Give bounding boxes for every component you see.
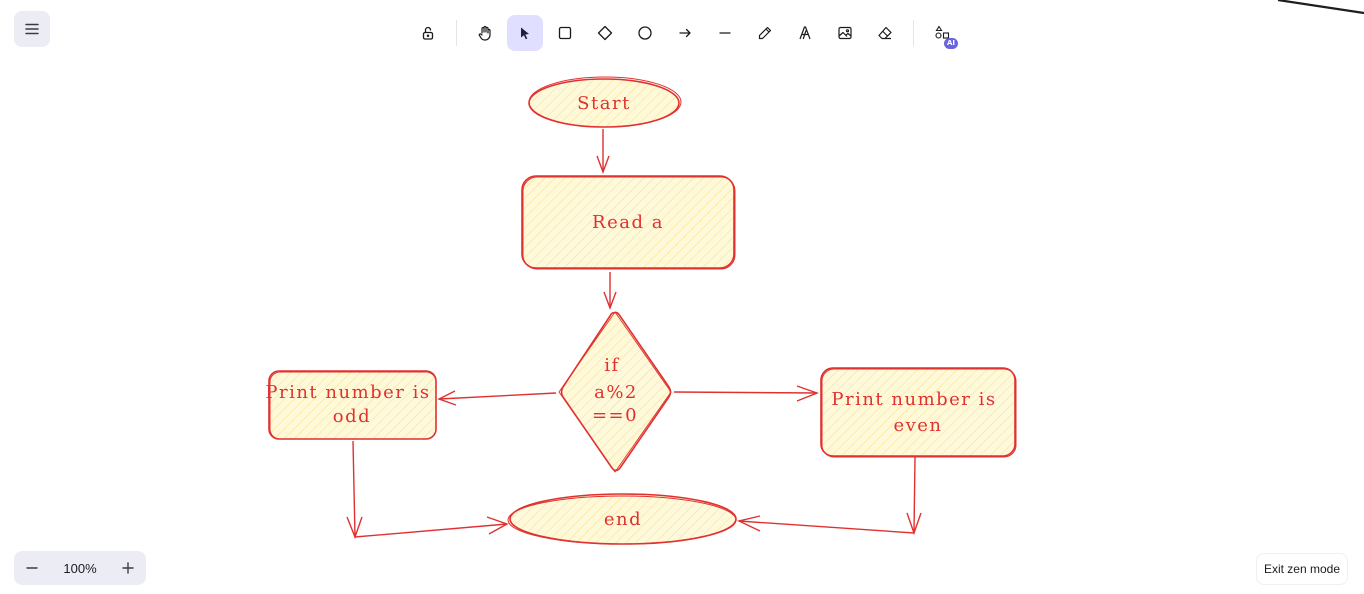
arrow-tool-button[interactable] xyxy=(667,15,703,51)
toolbar-divider xyxy=(456,20,457,46)
plus-icon xyxy=(122,562,134,574)
hand-tool-button[interactable] xyxy=(467,15,503,51)
main-menu-button[interactable] xyxy=(14,11,50,47)
zoom-level[interactable]: 100% xyxy=(63,560,97,576)
decision-label-line1: if xyxy=(604,355,619,376)
lock-tool-button[interactable] xyxy=(410,15,446,51)
end-node[interactable]: end xyxy=(507,493,737,545)
text-icon xyxy=(799,26,811,40)
toolbar: AI xyxy=(408,14,962,52)
arrow-start-to-read[interactable] xyxy=(596,129,610,174)
zoom-out-button[interactable] xyxy=(14,551,50,585)
circle-icon xyxy=(638,26,652,40)
toolbar-divider xyxy=(913,20,914,46)
zoom-in-button[interactable] xyxy=(110,551,146,585)
draw-tool-button[interactable] xyxy=(747,15,783,51)
end-label: end xyxy=(604,509,642,530)
ai-badge: AI xyxy=(944,38,959,49)
decision-node[interactable]: if a%2 ==0 xyxy=(558,311,672,473)
read-node[interactable]: Read a xyxy=(521,175,736,270)
pointer-icon xyxy=(521,27,529,40)
decision-label-line2: a%2 xyxy=(594,382,638,403)
image-icon xyxy=(838,26,852,40)
eraser-icon xyxy=(878,26,892,40)
hand-icon xyxy=(478,25,491,41)
pencil-icon xyxy=(758,26,772,40)
arrow-decision-to-even[interactable] xyxy=(673,385,819,402)
diamond-icon xyxy=(597,25,613,41)
odd-label-line2: odd xyxy=(333,406,371,427)
start-node[interactable]: Start xyxy=(528,76,682,128)
odd-node[interactable]: Print number is odd xyxy=(265,370,437,440)
read-label: Read a xyxy=(592,212,664,233)
stray-line[interactable] xyxy=(1277,0,1364,15)
exit-zen-mode-button[interactable]: Exit zen mode xyxy=(1256,553,1348,585)
zoom-controls: 100% xyxy=(14,551,146,585)
line-icon xyxy=(719,32,731,34)
arrow-odd-to-end[interactable] xyxy=(346,440,509,539)
odd-label-line1: Print number is xyxy=(265,382,430,403)
ellipse-tool-button[interactable] xyxy=(627,15,663,51)
extra-tools-button[interactable]: AI xyxy=(924,15,960,51)
unlock-icon xyxy=(422,26,434,40)
minus-icon xyxy=(26,567,38,569)
arrow-read-to-decision[interactable] xyxy=(603,272,617,310)
line-tool-button[interactable] xyxy=(707,15,743,51)
hamburger-icon xyxy=(25,23,39,35)
arrow-even-to-end[interactable] xyxy=(736,456,922,536)
diamond-tool-button[interactable] xyxy=(587,15,623,51)
rectangle-tool-button[interactable] xyxy=(547,15,583,51)
even-label-line1: Print number is xyxy=(831,389,996,410)
decision-label-line3: ==0 xyxy=(592,405,638,426)
text-tool-button[interactable] xyxy=(787,15,823,51)
arrow-decision-to-odd[interactable] xyxy=(437,390,557,406)
even-node[interactable]: Print number is even xyxy=(820,367,1017,458)
arrow-icon xyxy=(679,28,691,38)
eraser-tool-button[interactable] xyxy=(867,15,903,51)
square-icon xyxy=(558,26,572,40)
selection-tool-button[interactable] xyxy=(507,15,543,51)
image-tool-button[interactable] xyxy=(827,15,863,51)
even-label-line2: even xyxy=(893,415,942,436)
start-label: Start xyxy=(577,93,631,114)
